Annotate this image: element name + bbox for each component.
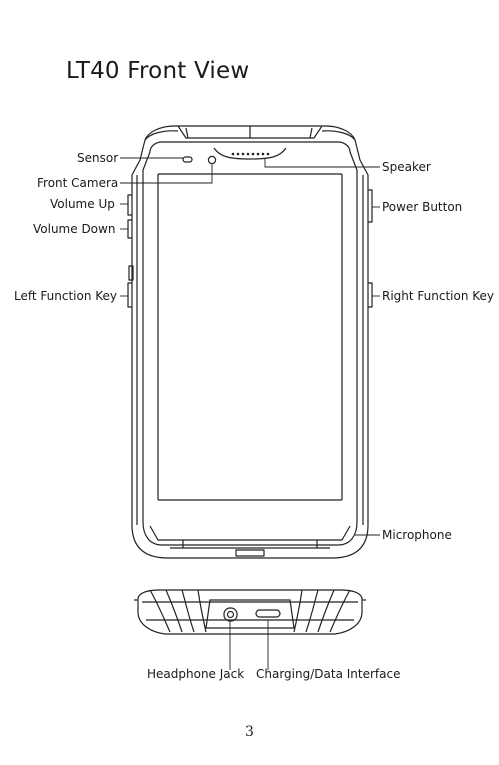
label-right-function-key: Right Function Key	[382, 289, 494, 303]
right-function-key	[368, 283, 372, 307]
screen	[158, 174, 342, 500]
label-left-function-key: Left Function Key	[14, 289, 117, 303]
label-volume-down: Volume Down	[33, 222, 115, 236]
label-power-button: Power Button	[382, 200, 462, 214]
power-button	[368, 190, 372, 222]
label-charging-data-interface: Charging/Data Interface	[256, 667, 400, 681]
label-front-camera: Front Camera	[37, 176, 118, 190]
phone-bezel	[143, 142, 357, 545]
phone-body-outline	[132, 126, 368, 558]
page-number: 3	[0, 724, 499, 740]
charging-port	[256, 610, 280, 617]
bottom-view	[134, 590, 366, 634]
label-headphone-jack: Headphone Jack	[147, 667, 244, 681]
front-camera	[208, 156, 215, 163]
headphone-jack-port	[224, 608, 237, 621]
label-speaker: Speaker	[382, 160, 431, 174]
label-volume-up: Volume Up	[50, 197, 115, 211]
label-microphone: Microphone	[382, 528, 452, 542]
label-sensor: Sensor	[77, 151, 118, 165]
speaker-grille	[232, 153, 270, 156]
sensor	[183, 157, 192, 162]
leader-lines	[120, 158, 380, 670]
